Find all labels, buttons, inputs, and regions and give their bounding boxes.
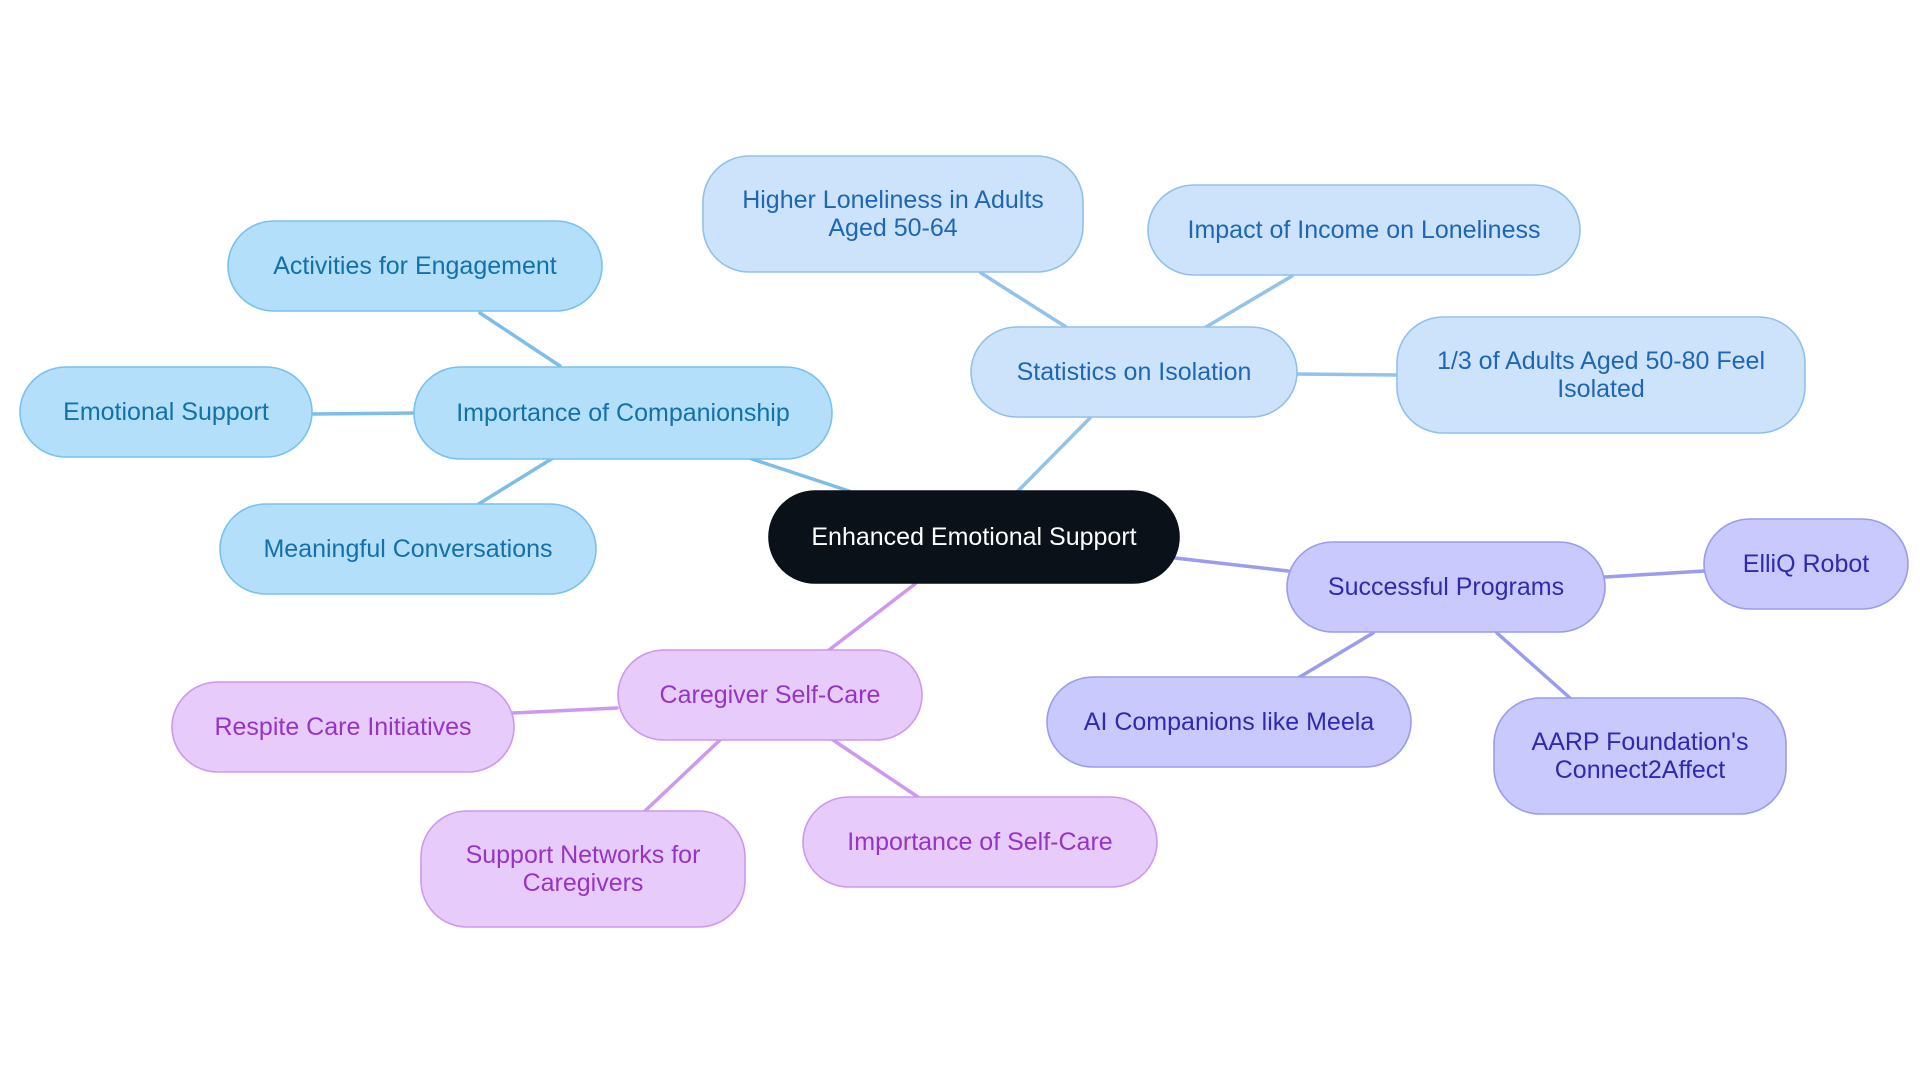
edge-selfcare	[827, 582, 917, 652]
node-emotional: Emotional Support	[19, 366, 313, 458]
edge-networks	[643, 738, 722, 813]
node-label-importance: Importance of Self-Care	[847, 828, 1112, 856]
node-shape-conversations	[219, 503, 597, 595]
node-shape-meela	[1046, 676, 1412, 768]
node-shape-importance	[802, 796, 1158, 888]
edge-respite	[511, 706, 619, 715]
node-income: Impact of Income on Loneliness	[1147, 184, 1581, 276]
node-meela: AI Companions like Meela	[1046, 676, 1412, 768]
edge-onethird	[1295, 372, 1399, 377]
edge-elliq	[1603, 569, 1706, 579]
node-label-conversations: Meaningful Conversations	[263, 535, 552, 563]
node-selfcare: Caregiver Self-Care	[617, 649, 923, 741]
node-label-programs: Successful Programs	[1328, 573, 1564, 601]
edge-aarp	[1495, 631, 1572, 700]
node-shape-emotional	[19, 366, 313, 458]
node-shape-isolation	[970, 326, 1298, 418]
node-isolation: Statistics on Isolation	[970, 326, 1298, 418]
edge-conversations	[475, 456, 555, 507]
node-shape-aarp	[1493, 697, 1787, 815]
connector-lines	[310, 271, 1706, 813]
node-label-isolation: Statistics on Isolation	[1017, 358, 1252, 386]
node-label-income: Impact of Income on Loneliness	[1188, 216, 1541, 244]
node-shape-loneliness5064	[702, 155, 1084, 273]
edge-importance	[831, 738, 920, 799]
node-shape-elliq	[1703, 518, 1909, 610]
edge-emotional	[310, 411, 417, 416]
node-shape-programs	[1286, 541, 1606, 633]
node-conversations: Meaningful Conversations	[219, 503, 597, 595]
node-label-center: Enhanced Emotional Support	[811, 523, 1136, 551]
node-label-respite: Respite Care Initiatives	[214, 713, 471, 741]
node-shape-networks	[420, 810, 746, 928]
node-label-selfcare: Caregiver Self-Care	[660, 681, 881, 709]
node-shape-respite	[171, 681, 515, 773]
node-shape-companionship	[413, 366, 833, 460]
edge-programs	[1173, 556, 1290, 573]
edge-loneliness5064	[979, 271, 1068, 329]
node-shape-income	[1147, 184, 1581, 276]
node-label-meela: AI Companions like Meela	[1084, 708, 1375, 736]
node-center: Enhanced Emotional Support	[768, 490, 1180, 584]
node-shape-center	[768, 490, 1180, 584]
edge-companionship	[747, 456, 851, 493]
node-importance: Importance of Self-Care	[802, 796, 1158, 888]
edge-income	[1204, 274, 1294, 329]
node-elliq: ElliQ Robot	[1703, 518, 1909, 610]
edge-isolation	[1014, 416, 1092, 495]
node-label-elliq: ElliQ Robot	[1743, 550, 1869, 578]
node-shape-activities	[227, 220, 603, 312]
node-respite: Respite Care Initiatives	[171, 681, 515, 773]
node-label-companionship: Importance of Companionship	[456, 399, 790, 427]
node-activities: Activities for Engagement	[227, 220, 603, 312]
node-label-emotional: Emotional Support	[63, 398, 269, 426]
node-shape-selfcare	[617, 649, 923, 741]
node-programs: Successful Programs	[1286, 541, 1606, 633]
node-companionship: Importance of Companionship	[413, 366, 833, 460]
edge-activities	[478, 311, 562, 368]
edge-meela	[1296, 631, 1375, 680]
node-label-activities: Activities for Engagement	[273, 252, 557, 280]
node-shape-onethird	[1396, 316, 1806, 434]
